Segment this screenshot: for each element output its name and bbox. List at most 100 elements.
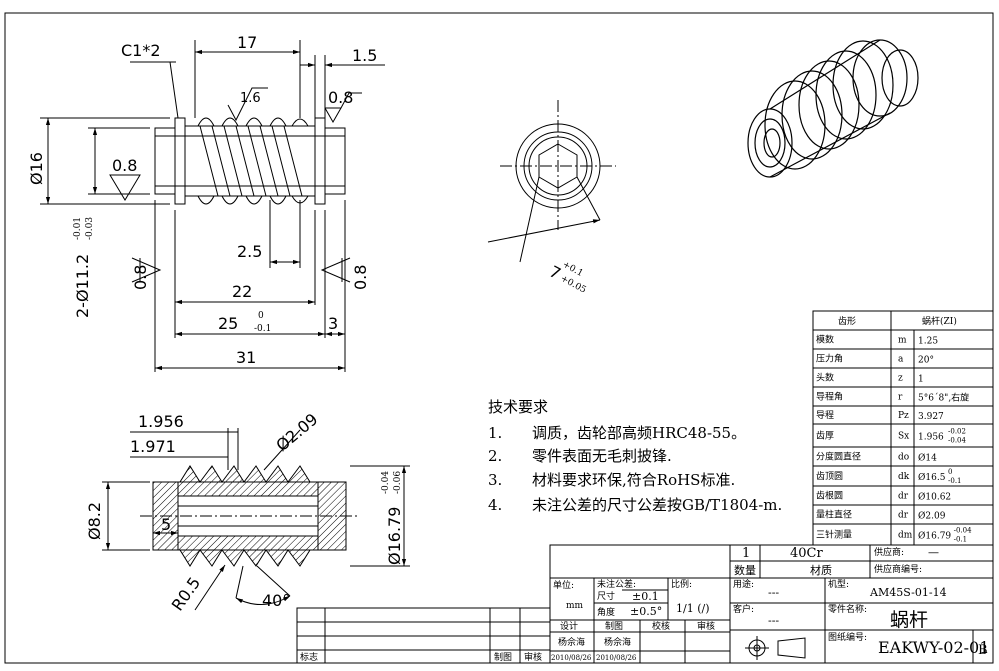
param-value: 1.956 (918, 433, 944, 443)
tech-req-no-3: 3. (488, 471, 502, 489)
material-value: 40Cr (790, 546, 823, 561)
param-symbol: dr (898, 511, 909, 521)
qty-value: 1 (742, 546, 750, 561)
param-symbol: Sx (898, 432, 909, 442)
end-view (487, 100, 616, 263)
dim-22: 22 (232, 282, 252, 301)
unit-label: 单位: (553, 579, 574, 591)
param-value: 1.25 (918, 337, 938, 347)
qty-label: 数量 (734, 564, 756, 577)
customer-label: 客户: (733, 603, 754, 615)
param-value: Ø2.09 (918, 511, 946, 522)
param-upper-tol: 0 (948, 468, 952, 476)
param-symbol: do (898, 453, 909, 463)
roughness-0-8-bottom-right: 0.8 (351, 265, 370, 290)
param-name: 导程角 (816, 391, 843, 403)
angle-label: 角度 (597, 606, 615, 618)
design-label: 设计 (560, 620, 578, 632)
param-name: 导程 (816, 410, 834, 421)
title-block-grid (296, 544, 994, 664)
param-value: 3.927 (918, 412, 944, 422)
scale-label: 比例: (671, 578, 692, 590)
dim-1-5: 1.5 (352, 46, 377, 65)
tech-req-title: 技术要求 (488, 398, 548, 416)
dia-11-2-upper-tol: -0.01 (73, 217, 83, 240)
material-label: 材质 (810, 563, 832, 577)
param-name: 齿厚 (816, 431, 834, 442)
param-header-left: 齿形 (838, 315, 856, 327)
dia-2-09: Ø2.09 (272, 410, 321, 456)
tech-req-no-1: 1. (488, 424, 502, 442)
param-upper-tol: -0.04 (954, 527, 972, 535)
use-value: --- (768, 586, 779, 599)
use-label: 用途: (733, 578, 754, 590)
supplier-label: 供应商: (874, 546, 904, 558)
param-symbol: dm (898, 531, 913, 541)
param-value: Ø14 (918, 453, 937, 464)
param-name: 压力角 (816, 353, 843, 365)
date-a: 2010/08/26 (551, 654, 592, 662)
supplier-no-label: 供应商编号: (874, 563, 922, 575)
tech-req-text-1: 调质，齿轮部高频HRC48-55。 (532, 424, 746, 442)
tech-req-text-2: 零件表面无毛刺披锋. (532, 447, 672, 465)
param-symbol: Pz (898, 411, 909, 421)
revision-letter: B (978, 643, 988, 658)
supplier-value: — (928, 546, 939, 559)
param-lower-tol: -0.1 (948, 477, 962, 485)
part-name-value: 蜗杆 (890, 609, 928, 631)
angle-tolerance: ±0.5° (630, 605, 662, 618)
chamfer-label: C1*2 (121, 41, 161, 60)
dim-2-5: 2.5 (237, 242, 262, 261)
param-upper-tol: -0.02 (948, 428, 966, 436)
param-table-grid (812, 310, 994, 546)
param-value: Ø16.5 (918, 472, 946, 483)
param-symbol: dk (898, 472, 910, 482)
date-b: 2010/08/26 (596, 654, 637, 662)
dim-5: 5 (161, 515, 171, 534)
rev-draw-label: 制图 (494, 651, 512, 663)
dim-25-lower-tol: -0.1 (254, 324, 271, 334)
size-tolerance: ±0.1 (632, 590, 659, 603)
dim-25-upper-tol: 0 (258, 311, 264, 321)
param-value: 5°6´8",右旋 (918, 392, 969, 404)
drawing-no-label: 图纸编号: (828, 631, 867, 643)
drafter-name: 杨佘海 (604, 636, 631, 648)
dia-8-2: Ø8.2 (85, 502, 104, 540)
param-name: 头数 (816, 372, 834, 384)
dia-16-79-lower-tol: -0.06 (393, 471, 403, 494)
tech-req-no-4: 4. (488, 496, 502, 514)
param-symbol: m (898, 336, 907, 346)
roughness-0-8-bottom-left: 0.8 (131, 265, 150, 290)
thread-teeth (197, 117, 309, 205)
param-symbol: dr (898, 492, 909, 502)
customer-value: --- (768, 614, 779, 627)
dia-11-2: 2-Ø11.2 (73, 254, 92, 318)
dim-31: 31 (236, 348, 256, 367)
section-view (102, 428, 410, 611)
designer-name: 杨佘海 (558, 636, 585, 648)
dia-11-2-lower-tol: -0.03 (85, 217, 95, 240)
sheet-border (4, 12, 994, 664)
roughness-1-6: 1.6 (240, 91, 261, 106)
param-value: 20° (918, 356, 934, 366)
param-value: Ø10.62 (918, 492, 951, 503)
dia-16-79: Ø16.79 (385, 507, 404, 565)
param-name: 齿根圆 (816, 490, 843, 502)
tech-req-no-2: 2. (488, 447, 502, 465)
dim-17: 17 (237, 33, 257, 52)
size-label: 尺寸 (597, 590, 615, 602)
drawing-number: EAKWY-02-01 (878, 638, 989, 657)
dim-25: 25 (218, 314, 238, 333)
tech-req-text-3: 材料要求环保,符合RoHS标准. (532, 471, 735, 489)
check-label: 校核 (652, 620, 670, 632)
param-value: 1 (918, 375, 924, 385)
front-view (40, 40, 385, 372)
roughness-0-8-left: 0.8 (112, 156, 137, 175)
rev-check-label: 审核 (524, 651, 542, 663)
param-header-right: 蜗杆(ZI) (922, 315, 957, 327)
angle-40: 40° (262, 591, 290, 610)
dia-16-79-upper-tol: -0.04 (381, 471, 391, 494)
model-value: AM45S-01-14 (869, 586, 947, 599)
radius-0-5: R0.5 (168, 573, 205, 614)
